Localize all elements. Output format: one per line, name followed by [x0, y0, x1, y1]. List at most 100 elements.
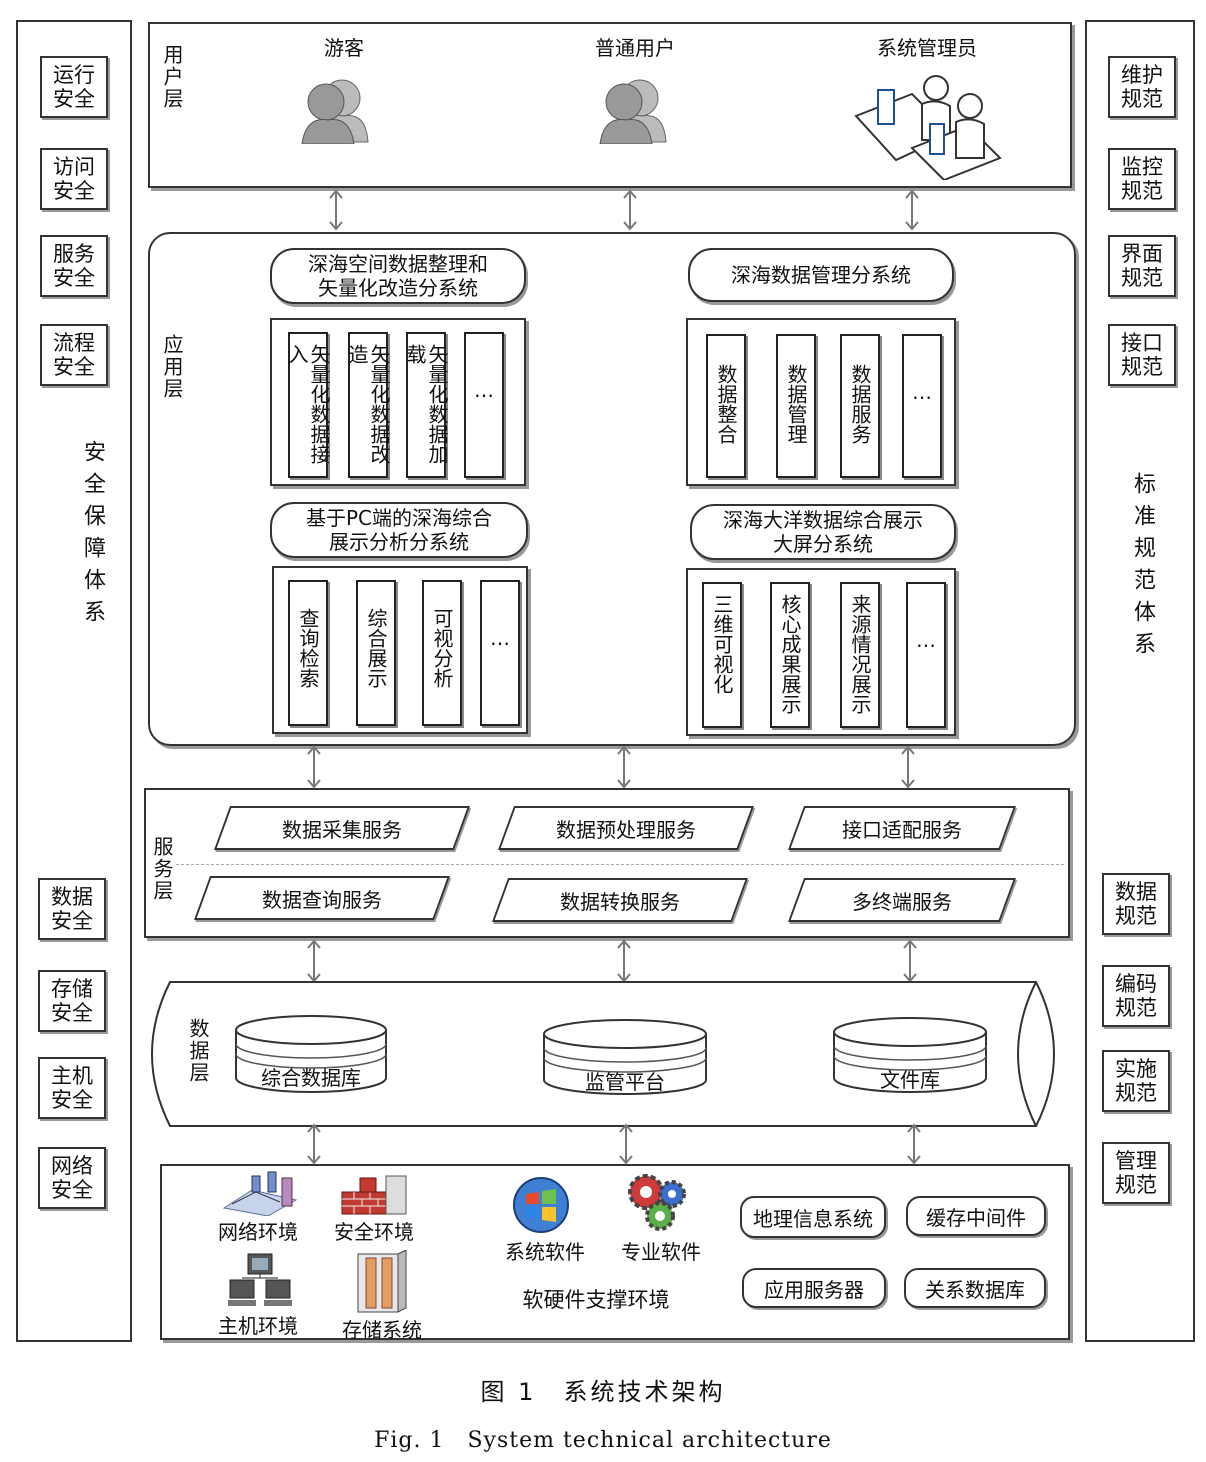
component-pill: 关系数据库: [904, 1268, 1046, 1308]
data-store-label: 监管平台: [585, 1070, 665, 1094]
application-layer-label: 应用层: [160, 334, 184, 400]
standards-system-title: 标准规范体系: [1130, 472, 1155, 664]
subsystem-title-text: 深海大洋数据综合展示大屏分系统: [723, 508, 923, 556]
module-label: 数据整合: [714, 364, 738, 444]
standards-system-panel: [1085, 20, 1195, 1342]
security-system-title: 安全保障体系: [80, 440, 105, 632]
security-item: 运行安全: [40, 56, 108, 118]
module-box: 矢量化数据改造: [345, 332, 391, 478]
arrow-user-app: [623, 189, 637, 231]
module-box: 数据整合: [706, 334, 746, 478]
module-box: 矢量化数据接入: [285, 332, 331, 478]
standards-item-label: 接口规范: [1121, 331, 1163, 379]
database-icon: [235, 1015, 387, 1093]
windows-logo-icon: [513, 1177, 569, 1233]
host-computer-icon: [228, 1253, 292, 1306]
hardware-label: 网络环境: [218, 1220, 298, 1244]
standards-item: 管理规范: [1102, 1142, 1170, 1204]
module-label: 矢量化数据改造: [345, 344, 391, 464]
standards-item: 编码规范: [1102, 965, 1170, 1027]
service-label: 数据预处理服务: [556, 817, 696, 842]
arrow-app-service: [617, 745, 631, 789]
standards-item-label: 数据规范: [1115, 880, 1157, 928]
service-label: 多终端服务: [852, 889, 952, 914]
software-label: 系统软件: [505, 1240, 585, 1264]
module-box: 三维可视化: [702, 582, 742, 728]
standards-item-label: 界面规范: [1121, 242, 1163, 290]
standards-item: 监控规范: [1108, 148, 1176, 210]
service-divider: [176, 864, 1064, 865]
support-environment-layer: [160, 1164, 1070, 1340]
standards-item-label: 实施规范: [1115, 1057, 1157, 1105]
service-label: 数据采集服务: [282, 817, 402, 842]
subsystem-title: 基于PC端的深海综合展示分析分系统: [270, 502, 528, 558]
module-label: …: [488, 626, 512, 650]
standards-item-label: 维护规范: [1121, 63, 1163, 111]
service-layer: [144, 788, 1070, 938]
standards-item-label: 监控规范: [1121, 155, 1163, 203]
module-label: 综合展示: [364, 608, 388, 688]
module-label: 数据管理: [784, 364, 808, 444]
user-label-regular: 普通用户: [595, 36, 675, 60]
module-box: …: [464, 332, 504, 478]
standards-item: 实施规范: [1102, 1050, 1170, 1112]
database-icon: [543, 1019, 707, 1095]
hardware-label: 安全环境: [334, 1220, 414, 1244]
module-box: 数据服务: [840, 334, 880, 478]
module-box: 综合展示: [356, 580, 396, 726]
arrow-data-env: [907, 1123, 921, 1165]
security-item: 数据安全: [38, 878, 106, 940]
service-item: 数据转换服务: [491, 878, 749, 922]
module-label: 矢量化数据加载: [403, 344, 449, 464]
software-label: 专业软件: [621, 1240, 701, 1264]
security-item-label: 访问安全: [53, 155, 95, 203]
user-label-visitor: 游客: [324, 36, 364, 60]
service-item: 多终端服务: [787, 878, 1017, 922]
module-label: 数据服务: [848, 364, 872, 444]
module-box: 矢量化数据加载: [403, 332, 449, 478]
user-label-admin: 系统管理员: [877, 36, 977, 60]
security-item-label: 存储安全: [51, 977, 93, 1025]
support-environment-title: 软硬件支撑环境: [522, 1288, 670, 1312]
database-icon: [833, 1017, 987, 1093]
module-label: …: [914, 628, 938, 652]
security-item: 服务安全: [40, 235, 108, 297]
standards-item: 界面规范: [1108, 235, 1176, 297]
security-item-label: 服务安全: [53, 242, 95, 290]
module-label: 核心成果展示: [778, 594, 802, 714]
service-item: 接口适配服务: [787, 806, 1017, 850]
module-box: …: [906, 582, 946, 728]
module-label: …: [910, 380, 934, 404]
arrow-data-env: [619, 1123, 633, 1165]
component-label: 地理信息系统: [753, 1206, 873, 1231]
service-item: 数据采集服务: [213, 806, 471, 850]
subsystem-title: 深海大洋数据综合展示大屏分系统: [690, 504, 956, 560]
security-item-label: 网络安全: [51, 1154, 93, 1202]
module-box: …: [480, 580, 520, 726]
module-box: 数据管理: [776, 334, 816, 478]
component-pill: 地理信息系统: [740, 1196, 886, 1238]
module-label: 查询检索: [296, 608, 320, 688]
standards-item: 数据规范: [1102, 873, 1170, 935]
component-label: 应用服务器: [764, 1277, 864, 1302]
subsystem-module-group: 查询检索 综合展示 可视分析 …: [272, 566, 528, 734]
subsystem-module-group: 三维可视化 核心成果展示 来源情况展示 …: [686, 568, 956, 736]
module-label: 可视分析: [430, 608, 454, 688]
gears-icon: [628, 1174, 686, 1231]
component-label: 关系数据库: [925, 1277, 1025, 1302]
subsystem-title-text: 深海数据管理分系统: [731, 263, 911, 287]
arrow-data-env: [307, 1123, 321, 1165]
module-label: 来源情况展示: [848, 594, 872, 714]
service-label: 接口适配服务: [842, 817, 962, 842]
visitor-icon: [301, 79, 369, 144]
arrow-app-service: [307, 745, 321, 789]
subsystem-title: 深海数据管理分系统: [688, 248, 954, 302]
security-item: 流程安全: [40, 324, 108, 386]
standards-item: 接口规范: [1108, 324, 1176, 386]
module-label: …: [472, 378, 496, 402]
figure-caption-cn: 图 1 系统技术架构: [480, 1378, 726, 1406]
arrow-user-app: [905, 189, 919, 231]
figure-caption-en: Fig. 1 System technical architecture: [374, 1428, 832, 1453]
subsystem-title-text: 深海空间数据整理和矢量化改造分系统: [308, 252, 488, 300]
standards-item: 维护规范: [1108, 56, 1176, 118]
